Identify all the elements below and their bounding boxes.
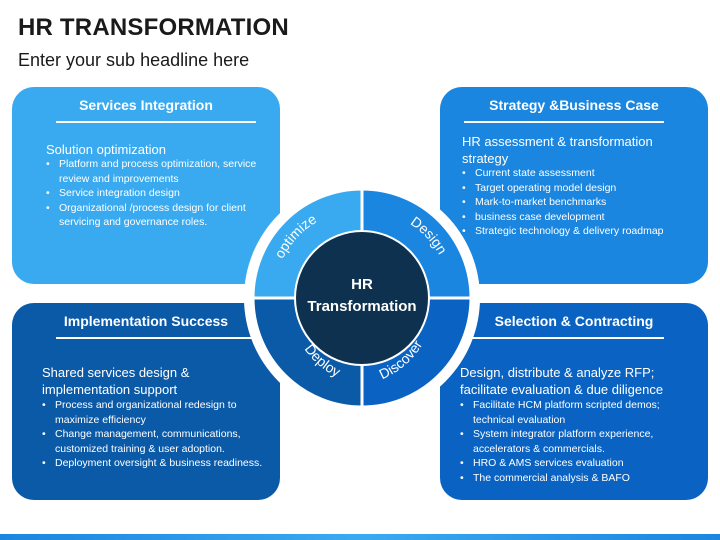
wheel-center-circle: [294, 230, 430, 366]
card-bullet: System integrator platform experience, a…: [457, 427, 697, 456]
card-divider: [464, 337, 664, 339]
card-heading: Strategy &Business Case: [489, 97, 659, 113]
card-divider: [56, 121, 256, 123]
card-bullet: Mark-to-market benchmarks: [459, 195, 699, 210]
card-implementation-success: Implementation Success Shared services d…: [12, 303, 280, 500]
center-title-line1: HR: [351, 276, 373, 293]
card-divider: [56, 337, 256, 339]
card-intro: Shared services design & implementation …: [42, 365, 190, 397]
card-intro: Solution optimization: [46, 142, 166, 157]
page-subtitle: Enter your sub headline here: [18, 50, 250, 70]
card-strategy-business-case: Strategy &Business Case HR assessment & …: [440, 87, 708, 284]
card-heading: Services Integration: [79, 97, 213, 113]
card-intro: Design, distribute & analyze RFP; facili…: [460, 365, 664, 397]
card-bullet-list: Facilitate HCM platform scripted demos; …: [457, 398, 697, 485]
card-bullet: Facilitate HCM platform scripted demos; …: [457, 398, 697, 427]
card-bullet: Platform and process optimization, servi…: [43, 157, 268, 186]
card-bullet: Service integration design: [43, 186, 268, 201]
card-heading: Implementation Success: [63, 313, 229, 329]
card-divider: [464, 121, 664, 123]
card-bullet: Change management, communications, custo…: [39, 427, 269, 456]
card-bullet-list: Current state assessment Target operatin…: [459, 166, 699, 239]
card-bullet: Strategic technology & delivery roadmap: [459, 224, 699, 239]
card-bullet-list: Platform and process optimization, servi…: [43, 157, 268, 230]
card-bullet: Deployment oversight & business readines…: [39, 456, 269, 471]
card-bullet: business case development: [459, 210, 699, 225]
card-bullet: Process and organizational redesign to m…: [39, 398, 269, 427]
card-bullet: Current state assessment: [459, 166, 699, 181]
card-bullet: The commercial analysis & BAFO: [457, 471, 697, 486]
card-heading: Selection & Contracting: [494, 313, 654, 329]
card-selection-contracting: Selection & Contracting Design, distribu…: [440, 303, 708, 500]
center-title-line2: Transformation: [307, 298, 416, 315]
card-services-integration: Services Integration Solution optimizati…: [12, 87, 280, 284]
card-bullet-list: Process and organizational redesign to m…: [39, 398, 269, 471]
card-bullet: Organizational /process design for clien…: [43, 201, 268, 230]
card-bullet: Target operating model design: [459, 181, 699, 196]
bottom-accent-bar: [0, 534, 720, 540]
card-intro: HR assessment & transformation strategy: [462, 134, 653, 166]
page-title: HR TRANSFORMATION: [18, 14, 289, 41]
card-bullet: HRO & AMS services evaluation: [457, 456, 697, 471]
